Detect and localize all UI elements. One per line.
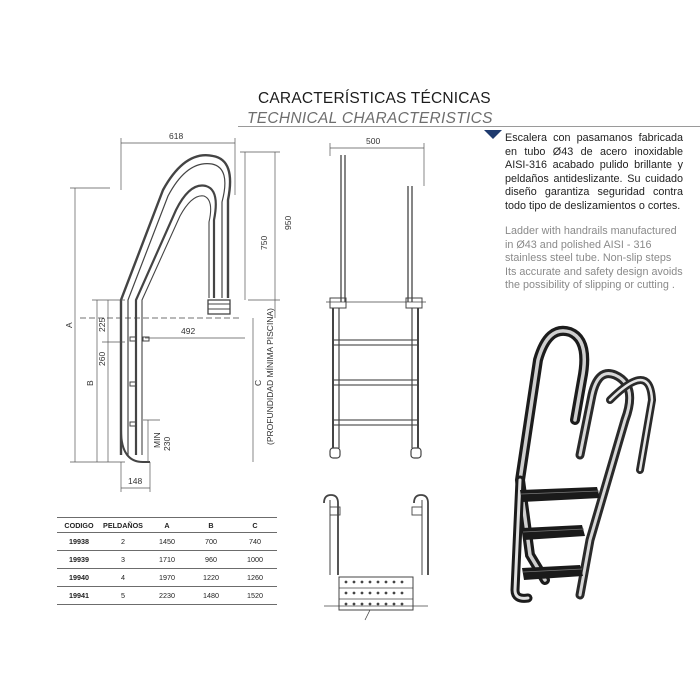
cell-a: 2230 [145,586,189,605]
title-spanish: CARACTERÍSTICAS TÉCNICAS [258,90,491,107]
cell-peldanos: 4 [101,568,145,587]
header-peldanos: PELDAÑOS [101,517,145,533]
dimension-profundidad: (PROFUNDIDAD MÍNIMA PISCINA) [265,308,275,445]
cell-peldanos: 2 [101,532,145,551]
accent-triangle-icon [484,130,502,139]
ladder-steps-image [520,487,600,580]
cell-codigo: 19938 [57,532,101,551]
side-view [80,154,240,463]
dimension-148: 148 [128,476,142,486]
cell-a: 1710 [145,550,189,569]
description-english: Ladder with handrails manufactured in Ø4… [505,225,683,292]
cell-c: 1260 [233,568,277,587]
table-row: 19938 2 1450 700 740 [57,532,277,551]
dimension-225: 225 [97,318,107,332]
dimension-618: 618 [169,131,183,141]
spec-table: CODIGO PELDAÑOS A B C 19938 2 1450 700 7… [57,517,277,605]
title-english: TECHNICAL CHARACTERISTICS [247,110,493,127]
dimension-min-label: MIN [152,432,162,448]
dimension-500: 500 [366,136,380,146]
side-view-dimensions [70,138,280,492]
dimension-260: 260 [97,352,107,366]
header-codigo: CODIGO [57,517,101,533]
dimension-492: 492 [181,326,195,336]
cell-b: 1480 [189,586,233,605]
table-header-row: CODIGO PELDAÑOS A B C [57,517,277,533]
cell-a: 1970 [145,568,189,587]
cell-a: 1450 [145,532,189,551]
description-spanish: Escalera con pasamanos fabricada en tubo… [505,132,683,212]
cell-peldanos: 5 [101,586,145,605]
cell-peldanos: 3 [101,550,145,569]
front-view-dimensions [329,143,425,186]
table-row: 19941 5 2230 1480 1520 [57,586,277,605]
cell-c: 1000 [233,550,277,569]
top-view-grip-pattern [344,580,404,606]
cell-c: 740 [233,532,277,551]
top-view [323,494,429,621]
cell-b: 700 [189,532,233,551]
table-row: 19939 3 1710 960 1000 [57,550,277,569]
front-view [326,155,426,459]
dimension-950: 950 [283,216,293,230]
header-a: A [145,517,189,533]
cell-codigo: 19940 [57,568,101,587]
dimension-750: 750 [259,236,269,250]
table-row: 19940 4 1970 1220 1260 [57,568,277,587]
dimension-label-c: C [253,380,263,386]
dimension-label-b: B [85,380,95,386]
cell-codigo: 19939 [57,550,101,569]
cell-c: 1520 [233,586,277,605]
header-b: B [189,517,233,533]
cell-b: 960 [189,550,233,569]
header-c: C [233,517,277,533]
cell-codigo: 19941 [57,586,101,605]
cell-b: 1220 [189,568,233,587]
title-divider [238,126,700,127]
dimension-label-a: A [64,322,74,328]
ladder-product-image [510,325,657,603]
dimension-230: 230 [162,437,172,451]
